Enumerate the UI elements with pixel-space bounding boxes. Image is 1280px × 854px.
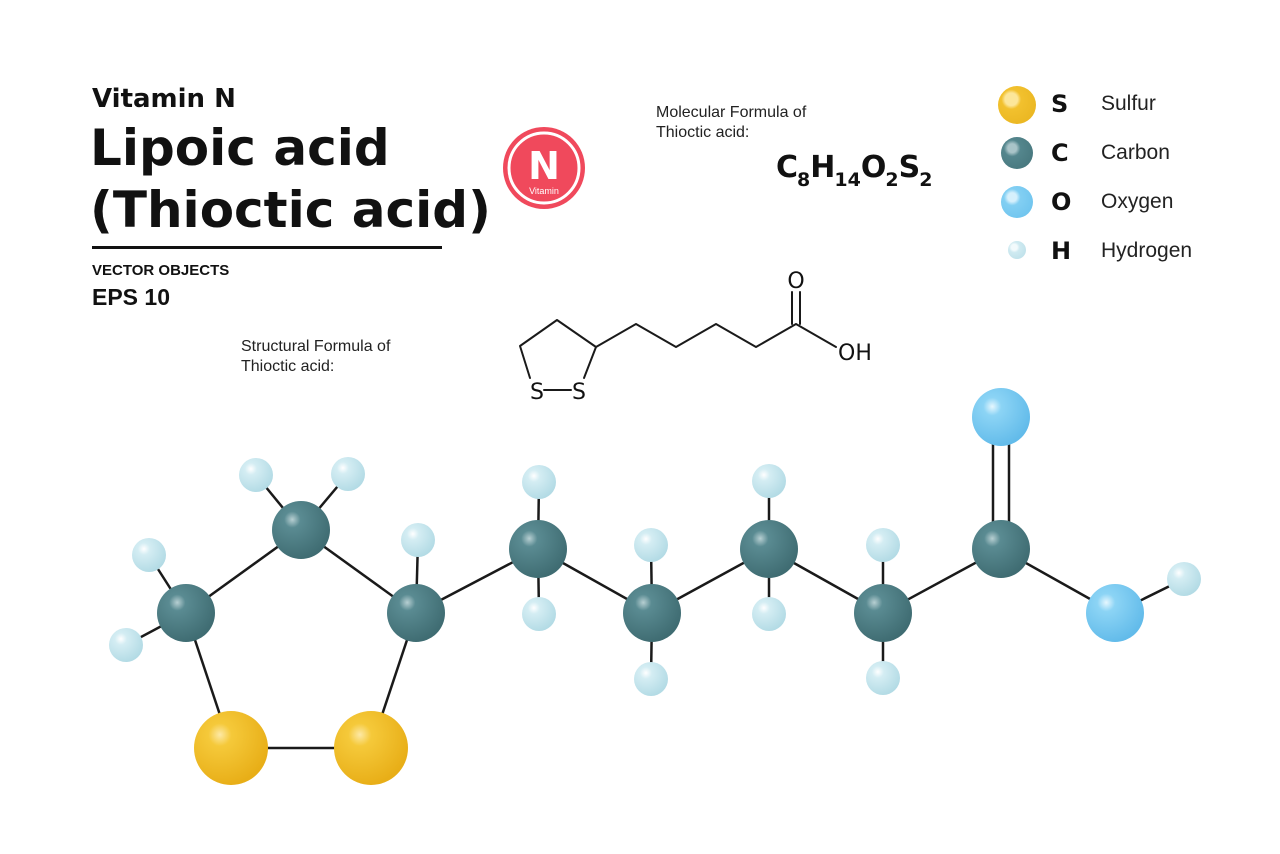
eps-label: EPS 10 [92,284,170,310]
sulfur-atom [334,711,408,785]
legend-symbol: C [1051,139,1069,167]
legend-symbol: O [1051,188,1072,216]
hydrogen-atom [522,465,556,499]
legend-name: Sulfur [1101,92,1156,115]
carbon-atom [387,584,445,642]
pentanoic-chain-bonds [595,323,837,348]
bonds [125,418,1185,750]
badge-graphic: N Vitamin [503,127,585,209]
molecular-caption-line-2: Thioctic acid: [656,124,750,141]
legend-name: Carbon [1101,141,1170,164]
carbon-atom [740,520,798,578]
carbon-atom [509,520,567,578]
sulfur-label-1: S [530,380,544,405]
page-title: Lipoic acid (Thioctic acid) [90,117,491,241]
hydrogen-atom [401,523,435,557]
carbon-atom [854,584,912,642]
hydrogen-atom [522,597,556,631]
hydrogen-atom [634,528,668,562]
legend-item-sulfur: S Sulfur [995,82,1255,131]
hydrogen-ball-icon [1008,241,1026,259]
structural-caption-line-1: Structural Formula of [241,338,391,355]
formula-count-c: 8 [797,169,811,191]
element-legend: S Sulfur C Carbon O Oxygen H Hydrogen [995,82,1255,278]
legend-item-hydrogen: H Hydrogen [995,229,1255,278]
legend-name: Hydrogen [1101,239,1193,262]
hydrogen-atom [634,662,668,696]
carbon-atom [272,501,330,559]
carbon-atom [157,584,215,642]
formula-element-s: S [898,150,921,185]
title-line-1: Lipoic acid [90,119,390,177]
sulfur-atom [194,711,268,785]
badge-letter: N [528,144,560,188]
oxygen-ball-icon [1001,186,1033,218]
sulfur-ball-icon [998,86,1036,124]
formula-element-h: H [810,150,835,185]
formula-element-o: O [860,150,886,185]
badge-word: Vitamin [529,186,559,196]
molecular-caption: Molecular Formula of Thioctic acid: [656,103,856,143]
hydrogen-atom [752,464,786,498]
formula-element-c: C [776,150,798,185]
hydrogen-atom [239,458,273,492]
formula-count-h: 14 [834,169,861,191]
badge-inner-ring [507,131,581,205]
sulfur-label-2: S [572,380,586,405]
atoms [109,388,1201,785]
hydrogen-atom [866,528,900,562]
badge-outer-circle [503,127,585,209]
structural-caption: Structural Formula of Thioctic acid: [241,337,441,377]
oxygen-atom [972,388,1030,446]
vector-objects-label: VECTOR OBJECTS [92,262,230,279]
oxygen-label: O [787,269,804,294]
title-underline [92,246,442,249]
structural-caption-line-2: Thioctic acid: [241,358,335,375]
oxygen-atom [1086,584,1144,642]
hydrogen-atom [1167,562,1201,596]
title-line-2: (Thioctic acid) [90,181,491,239]
hydrogen-atom [752,597,786,631]
legend-symbol: H [1051,237,1072,265]
vitamin-n-badge: N Vitamin [503,127,585,209]
hydroxyl-label: OH [838,341,872,366]
molecular-formula: C8H14O2S2 [776,150,932,191]
hydrogen-atom [109,628,143,662]
legend-symbol: S [1051,90,1069,118]
legend-item-carbon: C Carbon [995,131,1255,180]
carbon-atom [623,584,681,642]
legend-name: Oxygen [1101,190,1174,213]
hydrogen-atom [132,538,166,572]
formula-count-s: 2 [919,169,933,191]
legend-item-oxygen: O Oxygen [995,180,1255,229]
carbon-ball-icon [1001,137,1033,169]
hydrogen-atom [866,661,900,695]
dithiolane-ring-bonds [519,319,597,379]
formula-count-o: 2 [885,169,899,191]
subtitle: Vitamin N [92,84,236,114]
carbon-atom [972,520,1030,578]
hydrogen-atom [331,457,365,491]
molecular-caption-line-1: Molecular Formula of [656,104,807,121]
